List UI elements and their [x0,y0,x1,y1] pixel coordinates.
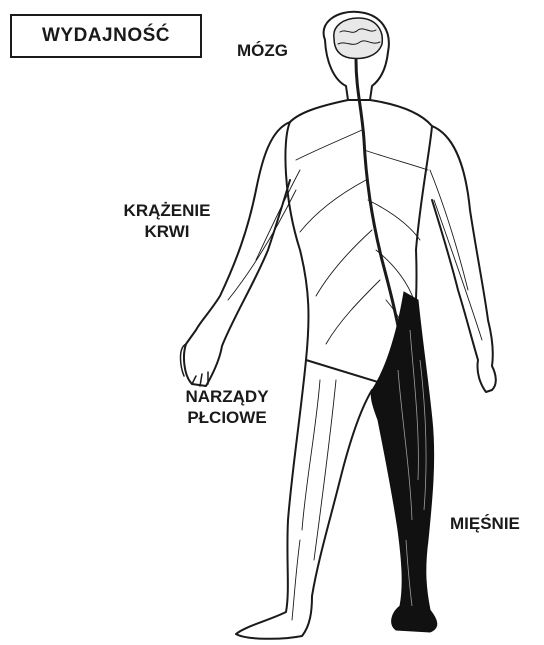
label-sex-organs: NARZĄDY PŁCIOWE [168,386,286,428]
label-circulation-line1: KRĄŻENIE [108,200,226,221]
label-circulation: KRĄŻENIE KRWI [108,200,226,242]
brain-shape [334,18,383,58]
left-arm-outline [184,122,290,386]
label-sex-organs-line2: PŁCIOWE [168,407,286,428]
label-brain: MÓZG [237,40,288,61]
label-muscles-text: MIĘŚNIE [450,514,520,533]
label-muscles: MIĘŚNIE [450,513,520,534]
label-sex-organs-line1: NARZĄDY [168,386,286,407]
muscle-leg [371,292,437,632]
right-arm-outline [432,126,496,392]
label-circulation-line2: KRWI [108,221,226,242]
label-brain-text: MÓZG [237,41,288,60]
